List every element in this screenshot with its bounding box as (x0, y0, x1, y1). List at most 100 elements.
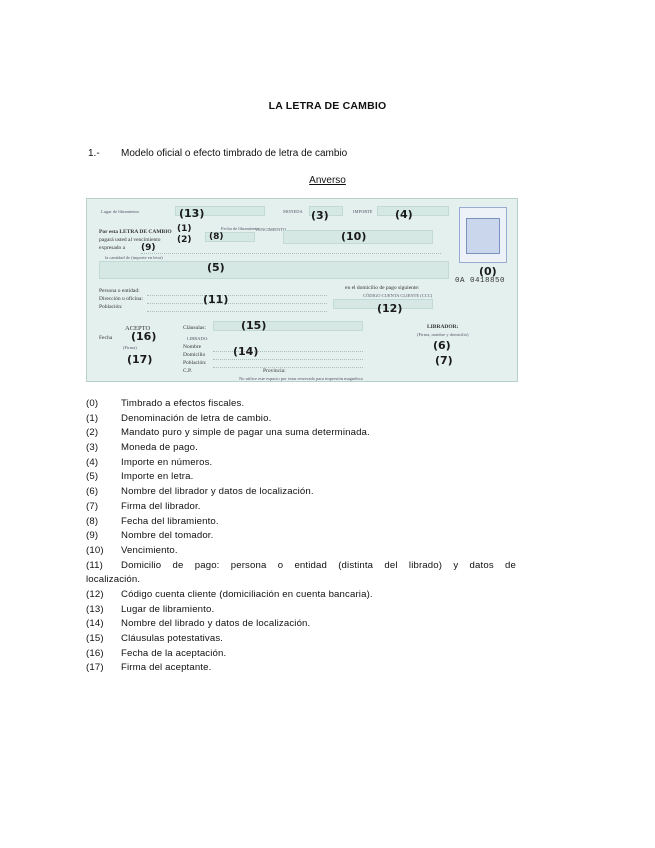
list-item: (10)Vencimiento. (86, 544, 516, 559)
item-code: (16) (86, 647, 104, 659)
list-item: (7)Firma del librador. (86, 500, 516, 515)
clausulas-label: Cláusulas: (183, 325, 206, 331)
item-code: (13) (86, 603, 104, 615)
mark-2: (2) (177, 235, 192, 245)
mark-9: (9) (141, 243, 156, 253)
item-text: Moneda de pago. (121, 442, 198, 454)
bill-of-exchange-image: Lugar de libramiento MONEDA IMPORTE CLAS… (86, 198, 518, 382)
document-title: LA LETRA DE CAMBIO (268, 100, 387, 112)
domicilio-label: Domicilio (183, 352, 206, 358)
item-text: Importe en números. (121, 456, 213, 468)
subheading: Anverso (0, 175, 655, 186)
list-item: (5) Importe en letra. (86, 470, 516, 485)
list-item: (2) Mandato puro y simple de pagar una su… (86, 426, 516, 441)
item-code: (12) (86, 588, 104, 600)
list-item: (4) Importe en números. (86, 456, 516, 471)
fecha-libramiento-field (205, 232, 255, 242)
item-code: (5) (86, 471, 99, 483)
item-text: Firma del aceptante. (121, 662, 212, 674)
fecha-libramiento-label: Fecha de libramiento (221, 226, 259, 231)
item-code: (7) (86, 500, 99, 512)
librado-label: LIBRADO: (187, 336, 209, 341)
item-code: (3) (86, 442, 99, 454)
acepto-label: ACEPTO (125, 325, 151, 332)
domicilio-pago-label: en el domicilio de pago siguiente: (345, 285, 420, 291)
list-item: (3) Moneda de pago. (86, 441, 516, 456)
vencimiento-label: VENCIMIENTO (255, 227, 287, 232)
librador-label: LIBRADOR: (427, 324, 459, 330)
list-item: (17)Firma del aceptante. (86, 661, 516, 676)
mark-4: (4) (395, 208, 413, 221)
item-text: Mandato puro y simple de pagar una suma … (121, 427, 370, 439)
list-item: (0)Timbrado a efectos fiscales. (86, 397, 516, 412)
mark-10: (10) (341, 230, 367, 243)
item-code: (2) (86, 427, 99, 439)
mark-3: (3) (311, 209, 329, 222)
item-text: Nombre del librador y datos de localizac… (121, 486, 314, 498)
mark-5: (5) (207, 261, 225, 274)
mark-8: (8) (209, 232, 224, 242)
item-code: (11) (86, 559, 103, 571)
item-text: Nombre del librado y datos de localizaci… (121, 618, 311, 630)
item-code: (14) (86, 618, 104, 630)
provincia-label: Provincia: (263, 368, 286, 374)
list-item: (16) Fecha de la aceptación. (86, 647, 516, 662)
section-heading: 1.-Modelo oficial o efecto timbrado de l… (88, 148, 347, 159)
list-item: (12) Código cuenta cliente (domiciliación… (86, 588, 516, 603)
mark-16: (16) (131, 330, 157, 343)
mark-12: (12) (377, 302, 403, 315)
list-item: (1)Denominación de letra de cambio. (86, 412, 516, 427)
poblacion-label: Población: (99, 304, 123, 310)
legend-list: (0)Timbrado a efectos fiscales. (1)Denom… (86, 397, 516, 676)
persona-label: Persona o entidad: (99, 288, 140, 294)
domicilio-line (213, 359, 363, 360)
mark-13: (13) (179, 207, 205, 220)
list-item: (6) Nombre del librador y datos de locali… (86, 485, 516, 500)
mark-11: (11) (203, 293, 229, 306)
item-code: (0) (86, 398, 99, 409)
item-code: (10) (86, 544, 104, 556)
amount-field (377, 206, 449, 216)
direccion-line (147, 303, 327, 304)
codigo-cuenta-label: CÓDIGO CUENTA CLIENTE (CCC) (363, 293, 433, 298)
item-code: (4) (86, 456, 99, 468)
expresado-label: expresado a (99, 245, 126, 251)
item-code: (15) (86, 633, 104, 645)
mark-14: (14) (233, 345, 259, 358)
item-text: Denominación de letra de cambio. (121, 412, 272, 424)
nombre-line (213, 351, 363, 352)
place-label: Lugar de libramiento (101, 209, 139, 214)
persona-line (147, 295, 327, 296)
list-item: (14) Nombre del librado y datos de locali… (86, 617, 516, 632)
list-item: (8) Fecha del libramiento. (86, 515, 516, 530)
item-text: Lugar de libramiento. (121, 603, 215, 615)
item-text: Cláusulas potestativas. (121, 633, 224, 645)
pagara-label: pagará usted al vencimiento (99, 237, 161, 243)
serial-number: 0A 0418850 (455, 277, 506, 285)
list-item: (11)Domicilio de pago: persona o entidad… (86, 559, 516, 588)
coat-of-arms-icon (466, 218, 500, 254)
item-code: (8) (86, 515, 99, 527)
mark-7: (7) (435, 354, 453, 367)
mark-0: (0) (479, 265, 497, 278)
librador-sub-label: (Firma, nombre y domicilio) (417, 332, 469, 337)
mark-15: (15) (241, 319, 267, 332)
list-item: (15) Cláusulas potestativas. (86, 632, 516, 647)
currency-field (309, 206, 343, 216)
fecha-label: Fecha (99, 335, 113, 341)
place-field (175, 206, 265, 216)
cantidad-field (99, 261, 449, 279)
fiscal-stamp (459, 207, 507, 263)
mark-1: (1) (177, 224, 192, 234)
section-title: Modelo oficial o efecto timbrado de letr… (121, 148, 348, 159)
item-text: Importe en letra. (121, 471, 194, 483)
subheading-text: Anverso (309, 175, 346, 186)
item-text: Código cuenta cliente (domiciliación en … (121, 588, 373, 600)
mark-17: (17) (127, 353, 153, 366)
item-text: Fecha de la aceptación. (121, 647, 227, 659)
amount-label: IMPORTE (353, 209, 373, 214)
item-text: Fecha del libramiento. (121, 515, 219, 527)
item-code: (6) (86, 486, 99, 498)
currency-label: MONEDA (283, 209, 303, 214)
item-text: Domicilio de pago: persona o entidad (di… (86, 559, 516, 586)
